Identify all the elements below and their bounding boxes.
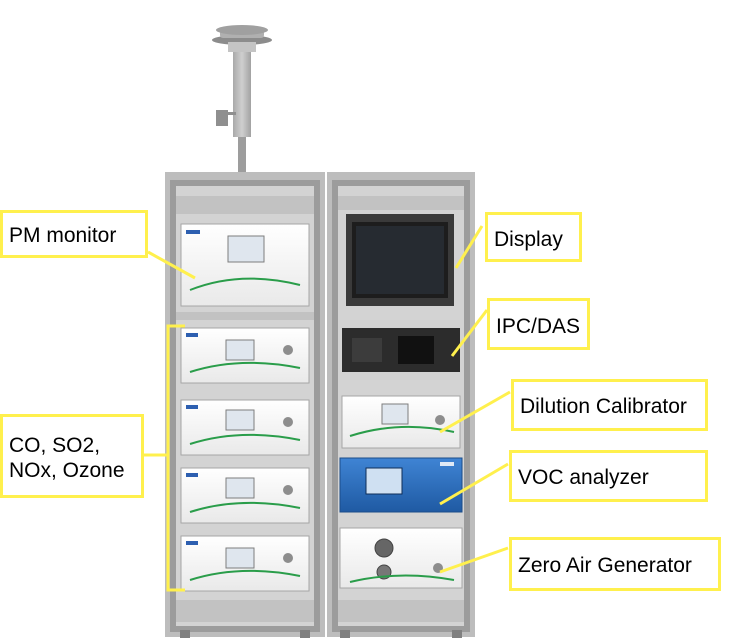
dilution-calibrator-unit: [341, 395, 461, 449]
gas-analyzer-2: [180, 399, 310, 456]
dilution-callout-line: [439, 390, 511, 434]
zero-air-generator-text: Zero Air Generator: [518, 554, 692, 577]
voc-callout-line: [439, 462, 509, 506]
gas-analyzer-4: [180, 535, 310, 592]
voc-analyzer-text: VOC analyzer: [518, 466, 649, 489]
ipc-das-unit: [342, 328, 460, 372]
display-label: Display: [485, 212, 582, 262]
zero-air-generator-label: Zero Air Generator: [509, 537, 721, 591]
gas-analyzers-text-line2: NOx, Ozone: [9, 459, 125, 482]
display-unit: [346, 214, 454, 306]
pm-monitor-text: PM monitor: [9, 224, 117, 247]
pm-callout-line: [147, 250, 196, 280]
display-callout-line: [454, 225, 484, 269]
voc-analyzer-unit: [339, 457, 463, 513]
gases-bracket: [166, 324, 185, 592]
pm-monitor-unit: [180, 223, 310, 307]
gas-analyzers-text-line1: CO, SO2,: [9, 434, 101, 457]
dilution-calibrator-label: Dilution Calibrator: [511, 379, 708, 431]
pm-monitor-label: PM monitor: [0, 210, 148, 258]
dilution-calibrator-text: Dilution Calibrator: [520, 395, 687, 418]
zero-air-callout-line: [439, 546, 509, 574]
ipc-das-text: IPC/DAS: [496, 315, 581, 338]
zero-air-generator-unit: [339, 527, 463, 589]
pm-sampling-inlet: [212, 25, 272, 175]
display-text: Display: [494, 228, 563, 251]
ipc-callout-line: [450, 309, 489, 357]
gas-analyzer-1: [180, 327, 310, 384]
gas-analyzers-label: CO, SO2, NOx, Ozone: [0, 414, 144, 498]
callout-lines: [144, 225, 511, 592]
gas-analyzer-3: [180, 467, 310, 524]
ipc-das-label: IPC/DAS: [487, 298, 590, 350]
voc-analyzer-label: VOC analyzer: [509, 450, 708, 502]
